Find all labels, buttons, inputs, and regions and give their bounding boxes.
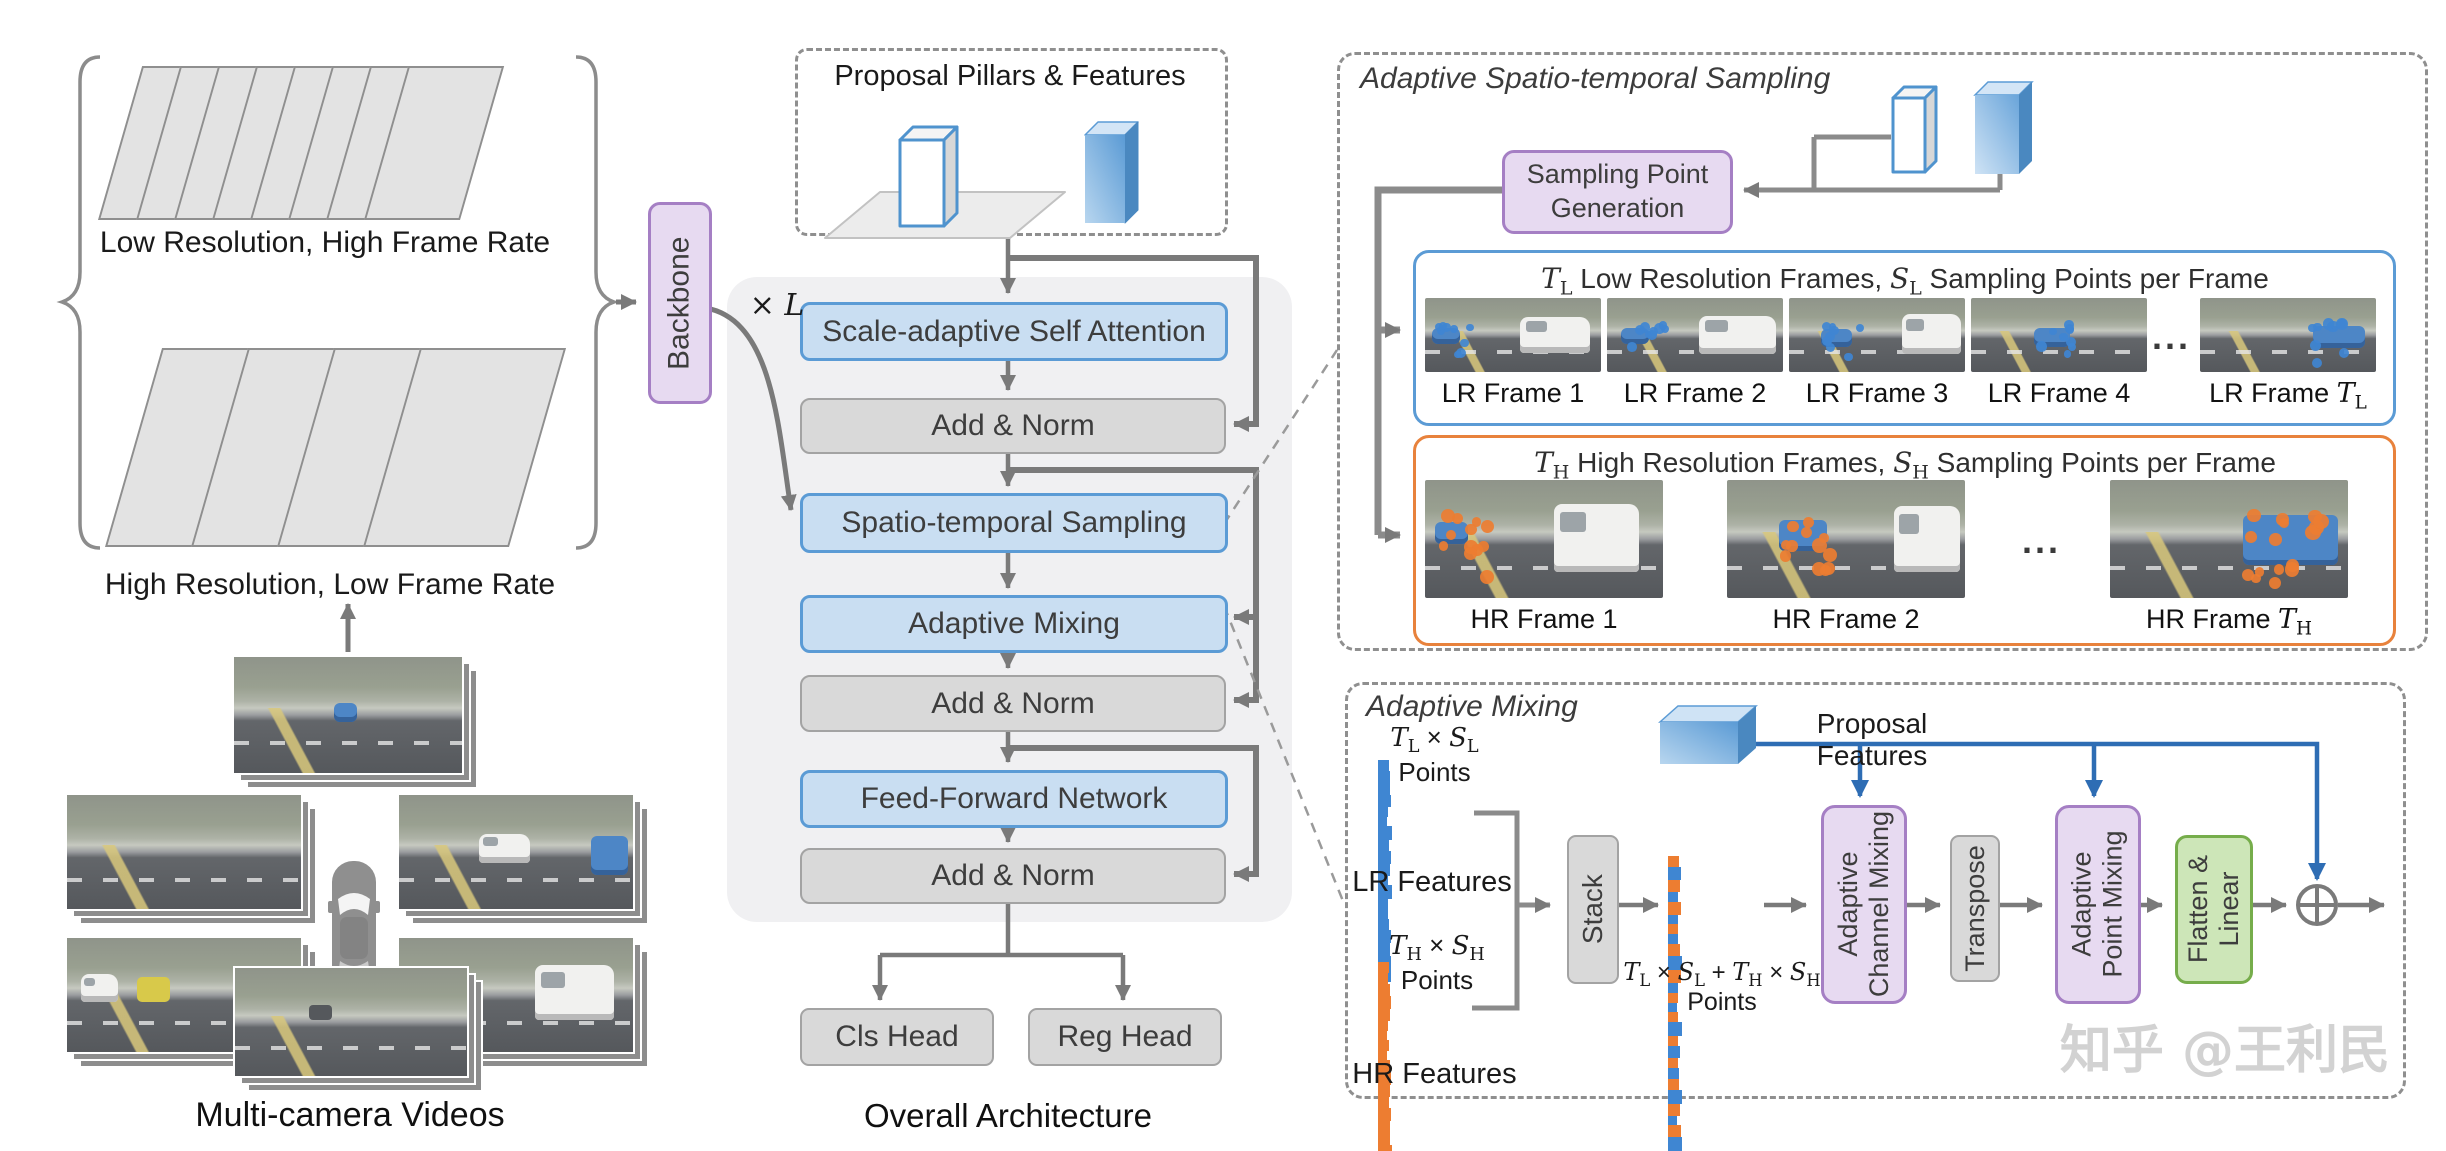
camera-back-stack	[207, 966, 483, 1092]
hr-ellipsis: ...	[2022, 520, 2062, 561]
hr-frame-image-3	[2110, 480, 2348, 598]
hr-features-dots	[1378, 962, 1472, 1151]
lr-frame-label-5: LR Frame TL	[2209, 378, 2367, 414]
mixed-points-label: TL × SL + TH × SH	[1623, 958, 1821, 990]
mixed-points-dots	[1668, 856, 1764, 1151]
spg-label-line1: Sampling Point	[1526, 159, 1709, 190]
high-res-frame-stack	[105, 348, 625, 547]
lr-features-label: LR Features	[1352, 866, 1512, 898]
mixed-points-label2: Points	[1687, 988, 1757, 1016]
block-add-norm-1: Add & Norm	[800, 398, 1226, 454]
block-add-norm-3: Add & Norm	[800, 848, 1226, 904]
hr-frame-label-3: HR Frame TH	[2145, 604, 2313, 640]
lr-row-title: TL Low Resolution Frames, SL Sampling Po…	[1541, 262, 2269, 300]
lr-frame-image-2	[1607, 298, 1783, 372]
block-feed-forward-network: Feed-Forward Network	[800, 770, 1228, 828]
adaptive-channel-mixing-block: Adaptive Channel Mixing	[1821, 805, 1907, 1004]
hr-frame-label-2: HR Frame 2	[1772, 604, 1920, 634]
adaptive-point-mixing-block: Adaptive Point Mixing	[2055, 805, 2141, 1004]
proposal-title: Proposal Pillars & Features	[834, 60, 1186, 92]
reg-head-block: Reg Head	[1028, 1008, 1222, 1066]
lr-frame-label-1: LR Frame 1	[1441, 378, 1585, 408]
overall-caption: Overall Architecture	[864, 1097, 1152, 1134]
sampling-panel-title: Adaptive Spatio-temporal Sampling	[1360, 62, 1831, 95]
mixing-panel-box	[1345, 682, 2406, 1099]
block-spatio-temporal-sampling: Spatio-temporal Sampling	[800, 493, 1228, 553]
block-scale-adaptive-self-attention: Scale-adaptive Self Attention	[800, 302, 1228, 361]
acm-label-line1: Adaptive	[1832, 851, 1863, 958]
lr-frame-image-3	[1789, 298, 1965, 372]
low-res-label: Low Resolution, High Frame Rate	[99, 226, 551, 259]
transpose-label: Transpose	[1959, 845, 1990, 972]
mixing-panel-title: Adaptive Mixing	[1366, 690, 1578, 723]
lr-frame-image-5	[2200, 298, 2376, 372]
block-adaptive-mixing: Adaptive Mixing	[800, 595, 1228, 653]
hr-row-title: TH High Resolution Frames, SH Sampling P…	[1534, 446, 2276, 484]
lr-ellipsis: ...	[2152, 316, 2192, 357]
sampling-point-generation-block: Sampling Point Generation	[1502, 150, 1733, 234]
stack-label: Stack	[1576, 874, 1608, 945]
watermark: 知乎 @王利民	[2059, 1021, 2390, 1081]
flatten-linear-block: Flatten & Linear	[2175, 835, 2253, 984]
lr-frame-label-2: LR Frame 2	[1623, 378, 1767, 408]
backbone-block: Backbone	[648, 202, 712, 404]
spg-label-line2: Generation	[1550, 193, 1685, 223]
lr-frame-label-3: LR Frame 3	[1805, 378, 1949, 408]
stack-block: Stack	[1567, 835, 1619, 984]
camera-front-right-stack	[370, 793, 649, 925]
sampling-panel-box	[1337, 52, 2428, 651]
hr-points-label: TH × SH Points	[1389, 930, 1485, 996]
lr-frame-label-4: LR Frame 4	[1987, 378, 2131, 408]
proposal-features-label: Proposal Features	[1816, 708, 1928, 771]
camera-front-stack	[206, 655, 478, 789]
hr-frame-label-1: HR Frame 1	[1470, 604, 1618, 634]
cls-head-block: Cls Head	[800, 1008, 994, 1066]
hr-frame-image-2	[1727, 480, 1965, 598]
block-add-norm-2: Add & Norm	[800, 675, 1226, 732]
hr-frame-image-1	[1425, 480, 1663, 598]
lr-frame-image-4	[1971, 298, 2147, 372]
acm-label-line2: Channel Mixing	[1864, 811, 1895, 998]
high-res-label: High Resolution, Low Frame Rate	[104, 568, 556, 601]
transpose-block: Transpose	[1950, 835, 2000, 982]
low-res-frame-stack	[98, 66, 598, 220]
lr-frame-image-1	[1425, 298, 1601, 372]
flatten-label-line2: Linear	[2214, 871, 2244, 948]
apm-label-line2: Point Mixing	[2098, 830, 2129, 979]
flatten-label-line1: Flatten &	[2182, 855, 2213, 964]
lr-points-label: TL × SL Points	[1390, 722, 1479, 788]
apm-label-line1: Adaptive	[2066, 851, 2097, 958]
hr-features-label: HR Features	[1352, 1058, 1517, 1090]
loop-count-label: × L	[749, 288, 805, 323]
camera-front-left-stack	[38, 793, 317, 925]
backbone-label: Backbone	[662, 236, 696, 370]
multicam-caption: Multi-camera Videos	[195, 1096, 505, 1134]
